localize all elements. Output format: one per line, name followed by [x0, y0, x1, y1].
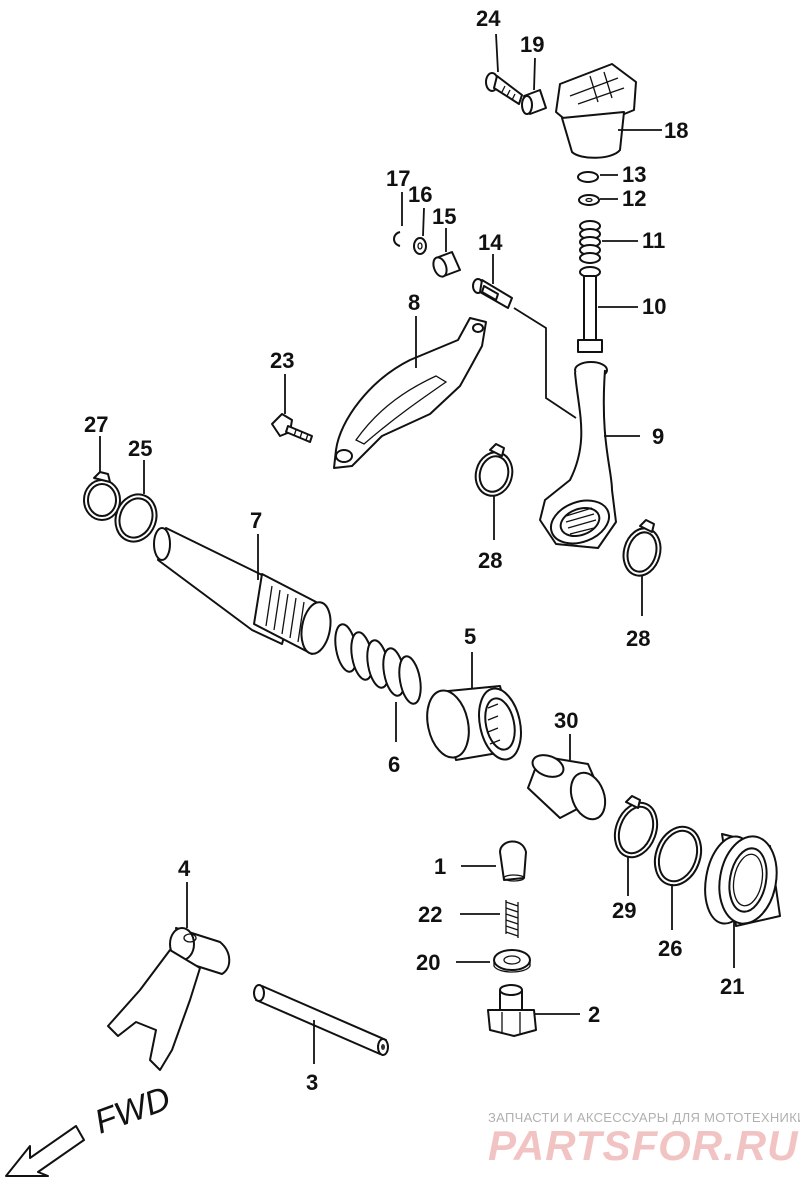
part-16-washer: [413, 237, 427, 255]
label-24: 24: [476, 6, 501, 31]
part-25-washer: [114, 493, 158, 543]
watermark-tagline: ЗАПЧАСТИ И АКСЕССУАРЫ ДЛЯ МОТОТЕХНИКИ: [488, 1110, 800, 1125]
label-6: 6: [388, 752, 400, 777]
part-28-circlip-right: [622, 519, 662, 577]
label-22: 22: [418, 902, 442, 927]
part-6-spring: [334, 623, 422, 705]
part-27-circlip: [83, 471, 121, 521]
part-21-oil-seal: [704, 833, 781, 927]
label-19: 19: [520, 32, 544, 57]
part-23-bolt: [271, 413, 313, 443]
assembly-line-14-9: [513, 307, 577, 419]
label-18: 18: [664, 118, 688, 143]
label-28a: 28: [478, 548, 502, 573]
label-23: 23: [270, 348, 294, 373]
label-10: 10: [642, 294, 666, 319]
label-17: 17: [386, 166, 410, 191]
label-8: 8: [408, 290, 420, 315]
part-26-washer: [653, 825, 703, 887]
label-3: 3: [306, 1070, 318, 1095]
label-2: 2: [588, 1002, 600, 1027]
label-4: 4: [178, 856, 191, 881]
label-11: 11: [642, 228, 665, 253]
part-4-shift-fork: [107, 927, 231, 1071]
part-8-shift-lever: [333, 317, 487, 469]
label-28b: 28: [626, 626, 650, 651]
label-15: 15: [432, 204, 456, 229]
part-2-plug-bolt: [487, 984, 537, 1037]
label-9: 9: [652, 424, 664, 449]
label-12: 12: [622, 186, 646, 211]
watermark-logo: PARTSFOR.RU: [488, 1122, 799, 1169]
leader-24: [495, 33, 499, 73]
label-21: 21: [720, 974, 744, 999]
part-18-pedal-rubber: [555, 63, 637, 159]
part-20-washer: [493, 949, 531, 973]
part-12-washer: [578, 194, 600, 206]
part-24-bolt: [485, 72, 523, 105]
part-29-circlip: [613, 795, 659, 859]
part-22-spring: [505, 900, 519, 938]
label-26: 26: [658, 936, 682, 961]
part-17-clip: [393, 231, 401, 247]
label-27: 27: [84, 412, 108, 437]
label-16: 16: [408, 182, 432, 207]
label-5: 5: [464, 624, 476, 649]
part-13-circlip: [577, 171, 599, 183]
leader-19: [533, 57, 536, 91]
part-19-collar: [521, 89, 547, 115]
part-1-plunger: [499, 840, 527, 882]
label-14: 14: [478, 230, 503, 255]
label-29: 29: [612, 898, 636, 923]
label-25: 25: [128, 436, 152, 461]
part-30-bushing: [527, 754, 607, 821]
part-15-bushing: [432, 251, 461, 278]
label-7: 7: [250, 508, 262, 533]
label-13: 13: [622, 162, 646, 187]
fwd-arrow-icon: [5, 1125, 85, 1177]
part-7-shift-shaft: [153, 527, 332, 655]
fwd-label: FWD: [90, 1079, 176, 1141]
part-5-bearing: [426, 685, 522, 761]
leader-16: [422, 207, 425, 237]
part-3-fork-shaft: [253, 984, 389, 1056]
part-11-spring: [579, 220, 601, 264]
part-14-pivot-bolt: [472, 278, 513, 309]
label-30: 30: [554, 708, 578, 733]
part-10-pedal-shaft: [577, 266, 603, 353]
part-9-pedal-arm: [539, 361, 617, 549]
label-20: 20: [416, 950, 440, 975]
part-28-circlip-left: [474, 443, 514, 497]
label-1: 1: [434, 854, 446, 879]
